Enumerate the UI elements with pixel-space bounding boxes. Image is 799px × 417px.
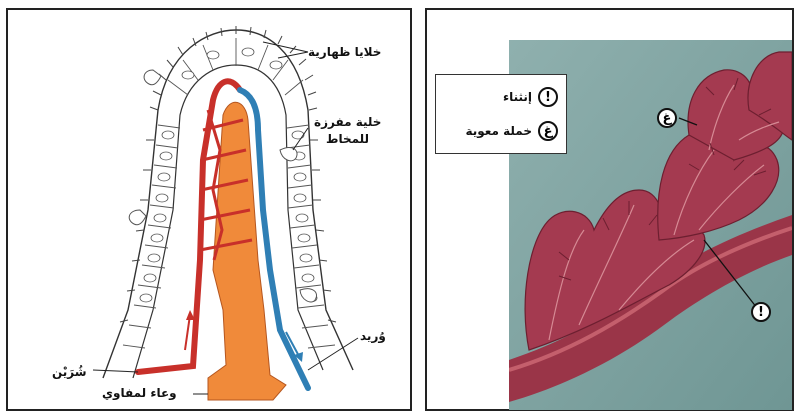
legend-row-fold: ! إنثناء [503,87,558,107]
legend-symbol-villus: غ [538,121,558,141]
label-epithelial-cells: خلايا ظهارية [308,44,381,60]
label-vein: وُريد [360,328,386,344]
legend-symbol-fold: ! [538,87,558,107]
label-mucus-cell-line2: للمخاط [326,131,369,147]
villus-diagram [8,10,410,409]
marker-fold-symbol: ! [751,302,771,322]
micrograph-panel: ! إنثناء غ خملة معوية غ ! [425,8,794,411]
artery-flow-arrow [185,315,190,350]
marker-villus-symbol: غ [657,108,677,128]
legend-text-fold: إنثناء [503,90,532,104]
label-lymph-vessel: وعاء لمفاوي [102,385,177,401]
legend-row-villus: غ خملة معوية [465,121,558,141]
photo-marker-fold: ! [751,302,771,322]
label-artery: شُرَيْن [52,364,87,380]
legend-text-villus: خملة معوية [465,124,532,138]
label-mucus-cell-line1: خلية مفرزة [314,114,381,130]
villus-diagram-panel: خلايا ظهارية خلية مفرزة للمخاط وُريد شُر… [6,8,412,411]
legend-box: ! إنثناء غ خملة معوية [435,74,567,154]
photo-marker-villus: غ [657,108,677,128]
